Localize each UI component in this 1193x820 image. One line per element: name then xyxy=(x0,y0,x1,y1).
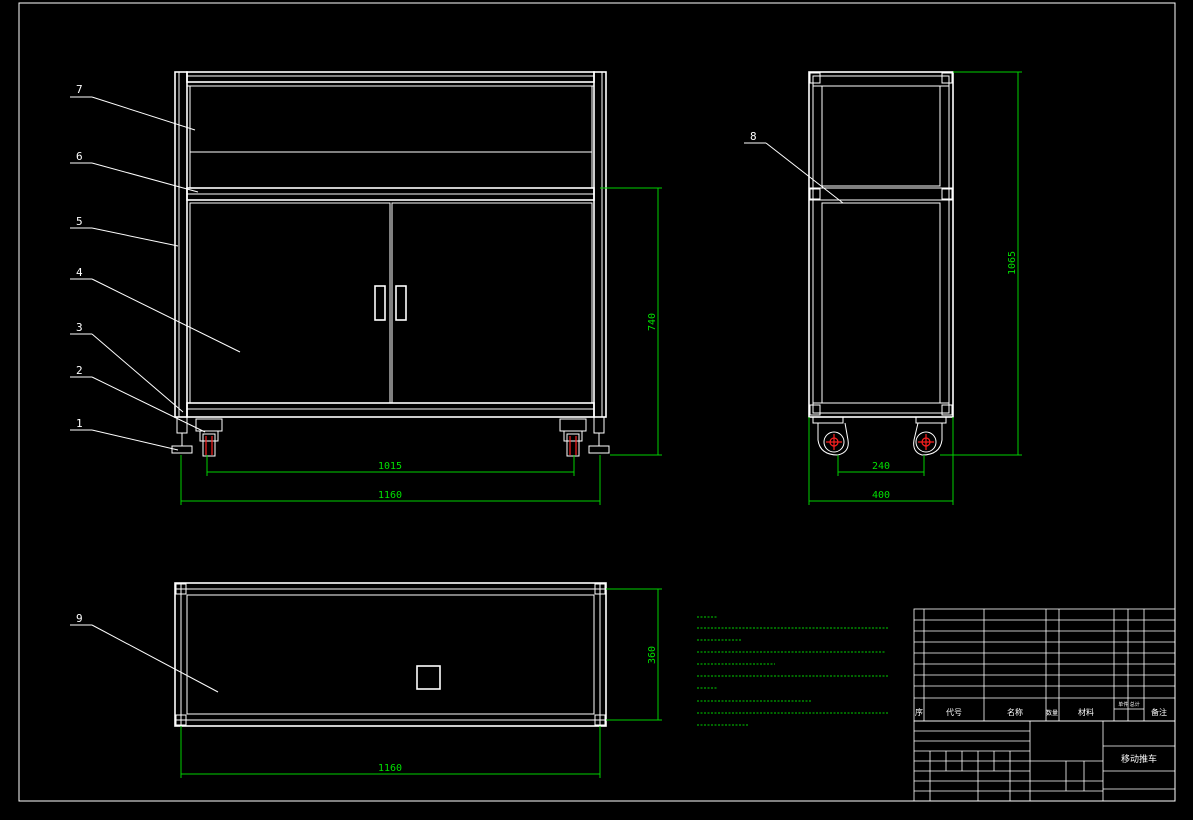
dim-height-total: 1065 xyxy=(1007,251,1018,275)
right-caster xyxy=(559,418,587,457)
top-dimensions: 1160 360 xyxy=(180,588,662,778)
sheet-border xyxy=(18,2,1176,802)
dim-depth: 400 xyxy=(872,490,890,501)
left-foot xyxy=(171,416,193,454)
parts-col-qty: 数量 xyxy=(1046,709,1058,717)
right-foot xyxy=(588,416,610,454)
parts-col-code: 代号 xyxy=(946,707,962,717)
left-caster xyxy=(195,418,223,457)
dim-width-total: 1160 xyxy=(378,490,402,501)
balloon-7: 7 xyxy=(76,83,83,96)
side-caster-left xyxy=(812,416,849,456)
dim-width-inner: 1015 xyxy=(378,461,402,472)
balloon-9: 9 xyxy=(76,612,83,625)
dim-top-width: 1160 xyxy=(378,763,402,774)
balloon-2: 2 xyxy=(76,364,83,377)
balloon-3: 3 xyxy=(76,321,83,334)
balloons: 7 6 5 4 3 2 1 8 9 xyxy=(76,83,757,625)
title-block: 移动推车 xyxy=(913,720,1176,802)
side-view xyxy=(808,71,954,456)
side-dimensions: 1065 240 400 xyxy=(808,71,1022,505)
drawing-name: 移动推车 xyxy=(1121,753,1157,765)
dim-top-depth: 360 xyxy=(647,646,658,664)
parts-col-seq: 序 xyxy=(915,707,923,717)
leaders xyxy=(70,96,844,693)
balloon-6: 6 xyxy=(76,150,83,163)
parts-col-material: 材料 xyxy=(1078,707,1094,717)
balloon-1: 1 xyxy=(76,417,83,430)
technical-notes xyxy=(697,616,888,726)
dim-wheel-spacing: 240 xyxy=(872,461,890,472)
parts-col-name: 名称 xyxy=(1007,707,1023,717)
balloon-8: 8 xyxy=(750,130,757,143)
front-dimensions: 1015 1160 740 xyxy=(180,187,662,505)
parts-col-note: 备注 xyxy=(1151,707,1167,717)
side-caster-right xyxy=(913,416,947,456)
front-view xyxy=(171,71,610,457)
balloon-4: 4 xyxy=(76,266,83,279)
balloon-5: 5 xyxy=(76,215,83,228)
top-view xyxy=(174,582,607,727)
dim-height: 740 xyxy=(647,313,658,331)
parts-col-weight: 单件 总计 xyxy=(1118,701,1140,708)
parts-list: 序 代号 名称 数量 材料 单件 总计 备注 xyxy=(913,608,1176,722)
